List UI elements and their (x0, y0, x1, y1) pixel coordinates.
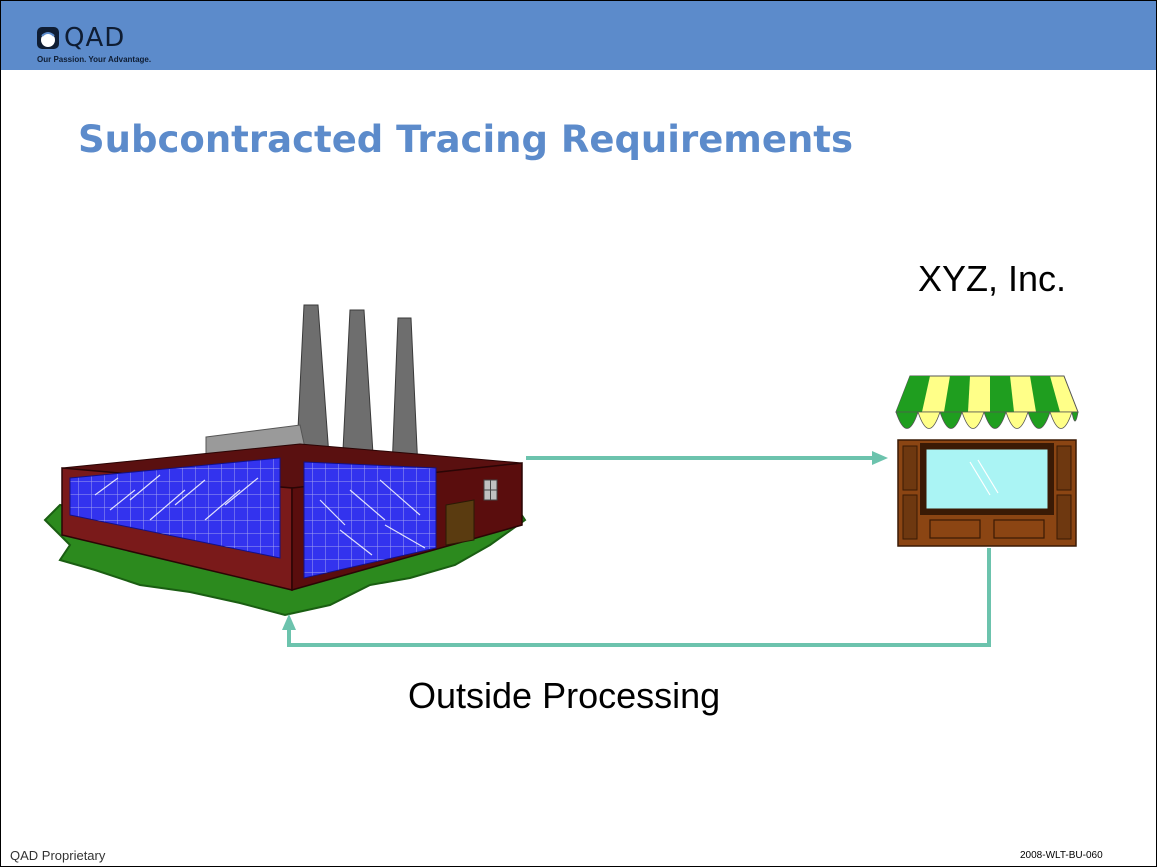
storefront-icon (895, 375, 1079, 547)
arrow-return-to-factory (282, 548, 991, 647)
qad-logo: QAD Our Passion. Your Advantage. (37, 23, 177, 69)
logo-tagline: Our Passion. Your Advantage. (37, 55, 152, 64)
footer-doc-code: 2008-WLT-BU-060 (1020, 850, 1103, 861)
header-bar: QAD Our Passion. Your Advantage. (1, 1, 1156, 70)
smokestack-3 (391, 317, 419, 471)
footer-proprietary: QAD Proprietary (10, 848, 106, 863)
qad-globe-icon (37, 27, 59, 49)
supplier-label: XYZ, Inc. (918, 258, 1067, 299)
factory-door (445, 499, 475, 546)
smokestack-2 (341, 309, 375, 471)
factory-window-right (303, 461, 437, 579)
factory-icon (43, 304, 527, 617)
factory-window-left (69, 457, 281, 559)
arrow-to-supplier (526, 451, 888, 465)
storefront-window (925, 448, 1049, 510)
logo-wordmark: QAD (64, 23, 126, 53)
flow-label: Outside Processing (408, 675, 721, 716)
slide-title: Subcontracted Tracing Requirements (78, 118, 853, 161)
